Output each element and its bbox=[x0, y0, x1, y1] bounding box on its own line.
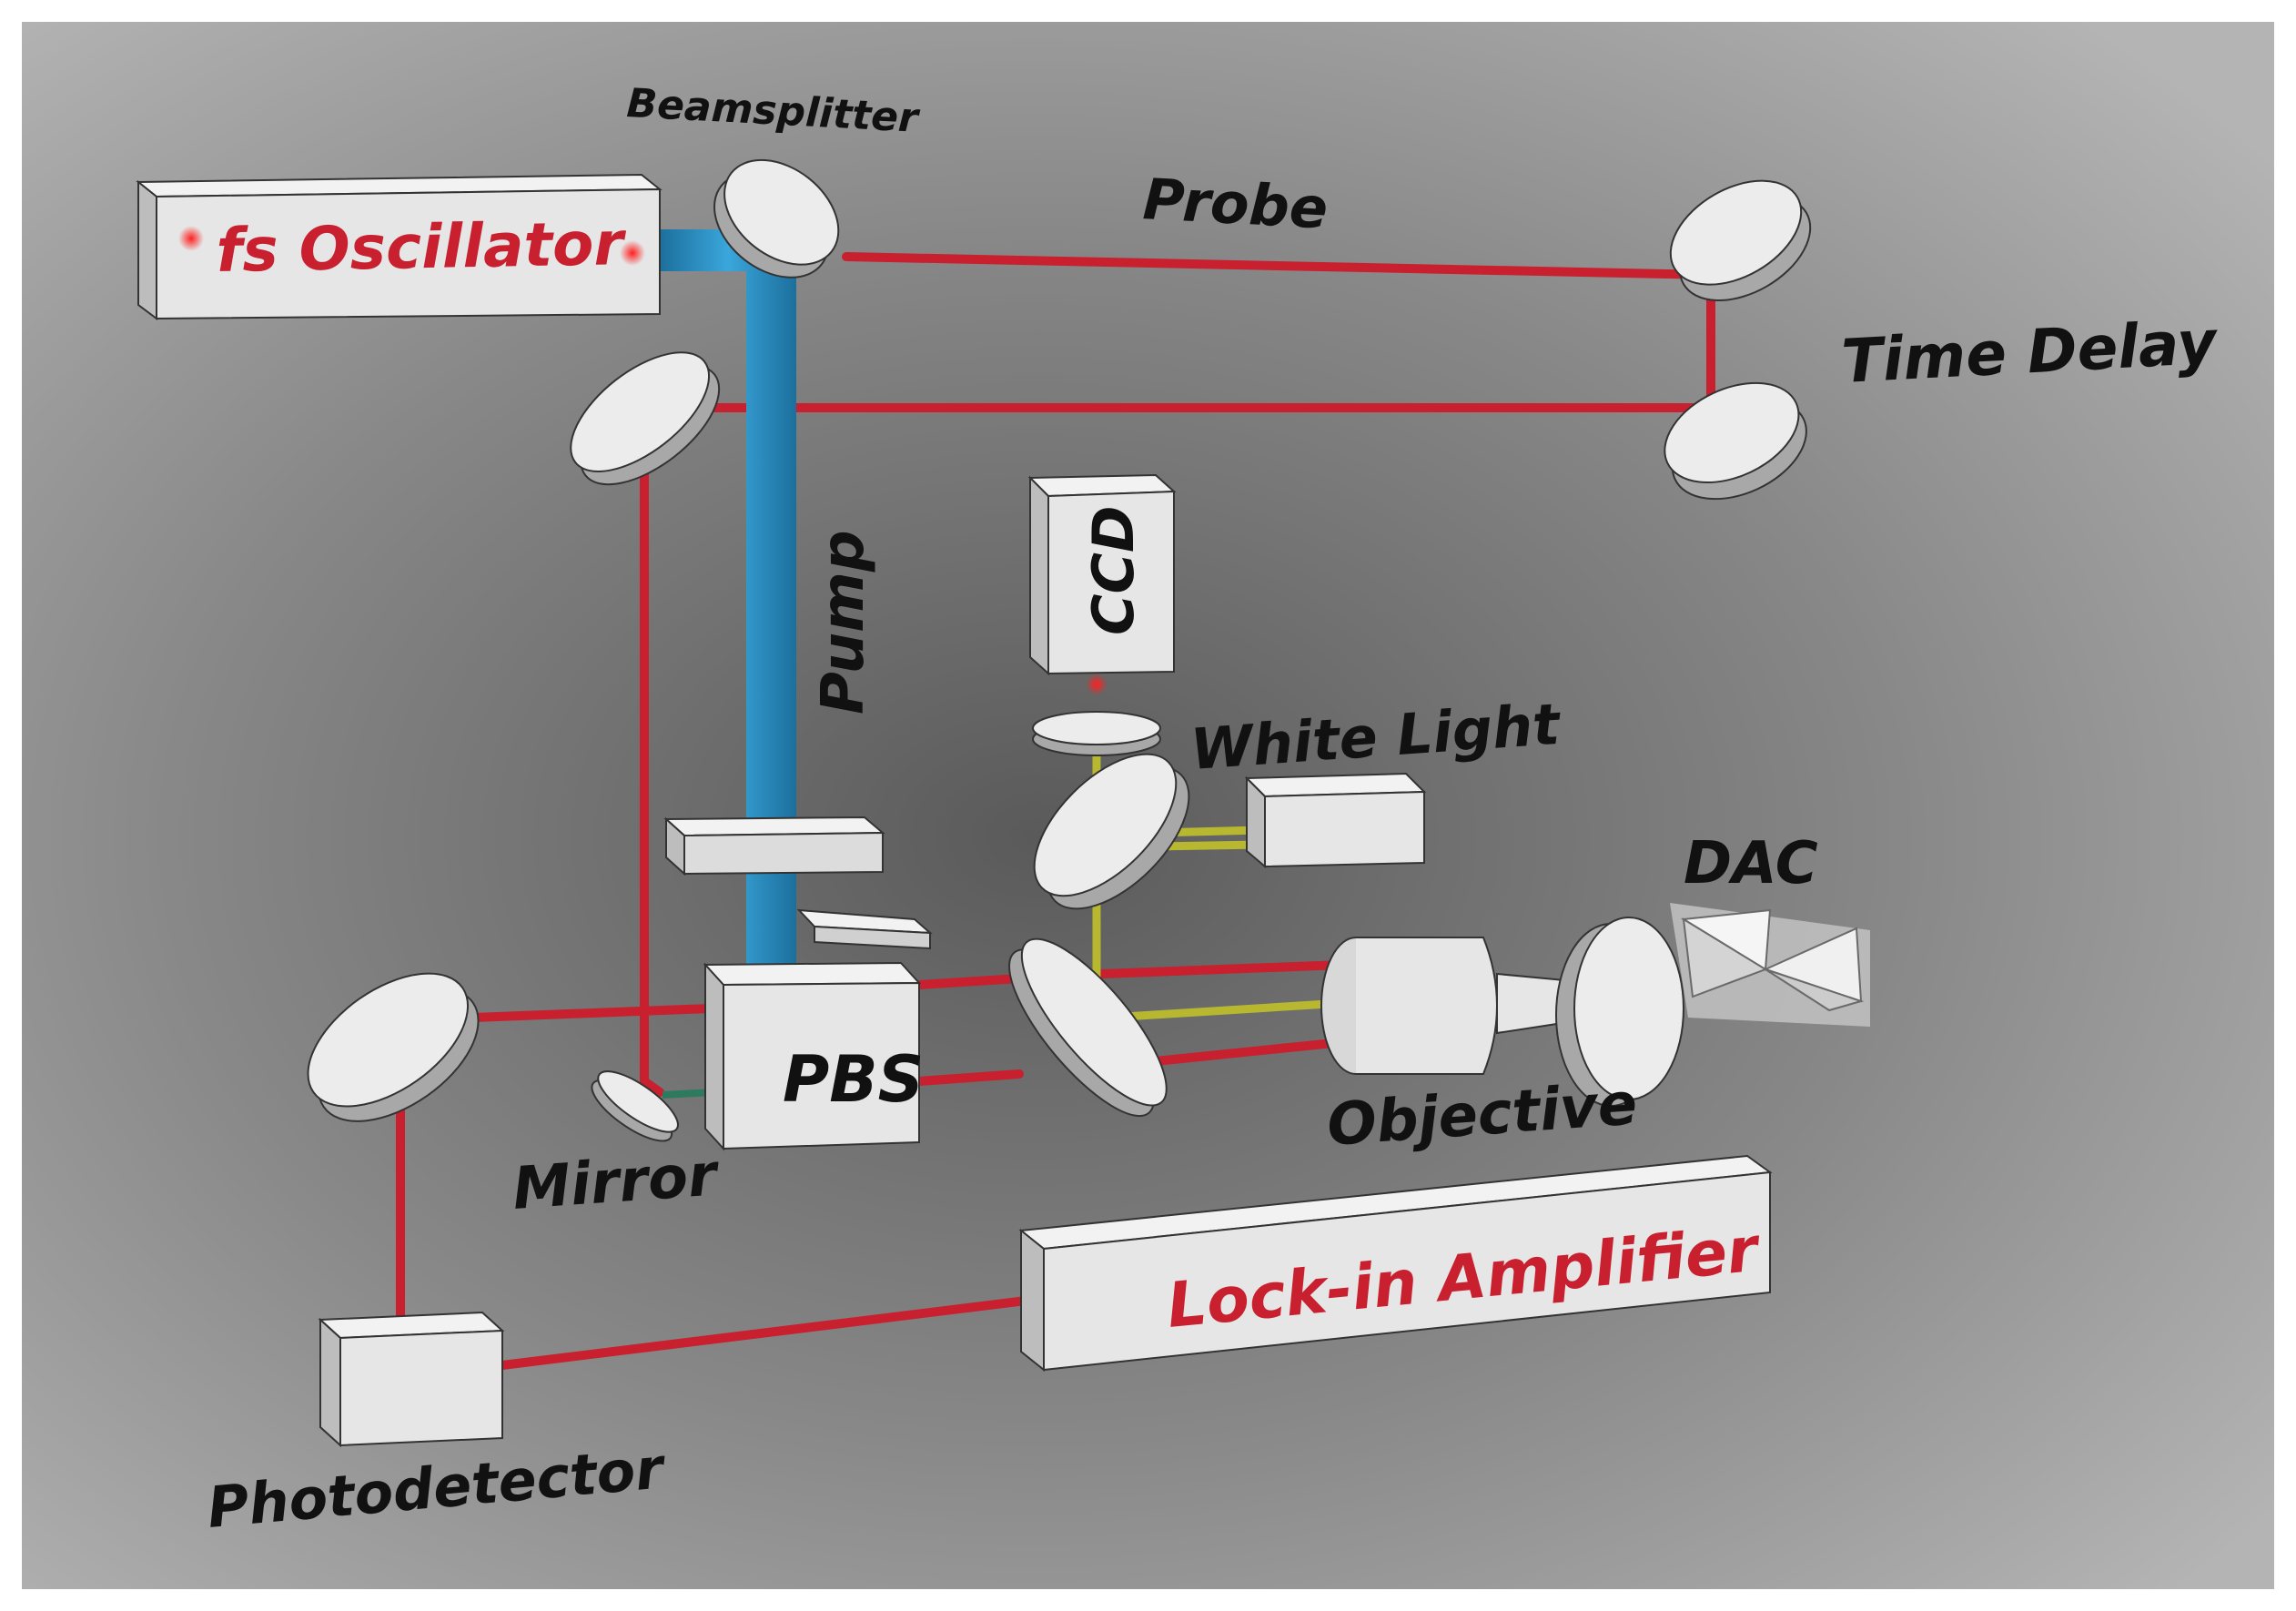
label-ccd: CCD bbox=[1080, 506, 1147, 635]
label-pbs: PBS bbox=[783, 1042, 924, 1117]
objective-lens bbox=[1320, 917, 1684, 1107]
dichroic-mirror bbox=[1008, 937, 1168, 1118]
fs-oscillator-box bbox=[136, 173, 663, 320]
pump-beam bbox=[660, 229, 796, 992]
time-delay-mirror-top bbox=[1669, 179, 1812, 301]
white-light-mirror bbox=[1033, 753, 1190, 910]
label-dac: DAC bbox=[1684, 830, 1818, 897]
oscillator-output-dot-left bbox=[178, 226, 204, 251]
ccd-input-dot bbox=[1086, 674, 1108, 695]
pbs-cube bbox=[703, 961, 922, 1151]
time-delay-mirror-bottom bbox=[1664, 381, 1807, 501]
beamsplitter-optic bbox=[713, 158, 840, 279]
white-light-source-box bbox=[1244, 772, 1427, 869]
small-mirror bbox=[591, 1070, 679, 1142]
waveplate bbox=[663, 816, 885, 876]
ccd-camera-box bbox=[1027, 473, 1177, 695]
label-fs-oscillator: fs Oscillator bbox=[216, 208, 627, 286]
probe-beam-paths bbox=[396, 252, 1715, 1370]
photodetector-steering-mirror bbox=[307, 972, 480, 1122]
label-mirror: Mirror bbox=[511, 1141, 722, 1223]
photodetector-box bbox=[318, 1311, 505, 1448]
label-probe: Probe bbox=[1141, 166, 1330, 242]
label-pump: Pump bbox=[810, 530, 877, 714]
probe-steering-mirror bbox=[570, 351, 721, 486]
diamond-anvil-cell bbox=[1670, 903, 1870, 1027]
ccd-lens bbox=[1032, 711, 1161, 756]
oscillator-output-dot-right bbox=[620, 240, 645, 266]
lock-in-amplifier-box bbox=[1018, 1154, 1773, 1373]
polarizer-plate bbox=[796, 908, 933, 950]
